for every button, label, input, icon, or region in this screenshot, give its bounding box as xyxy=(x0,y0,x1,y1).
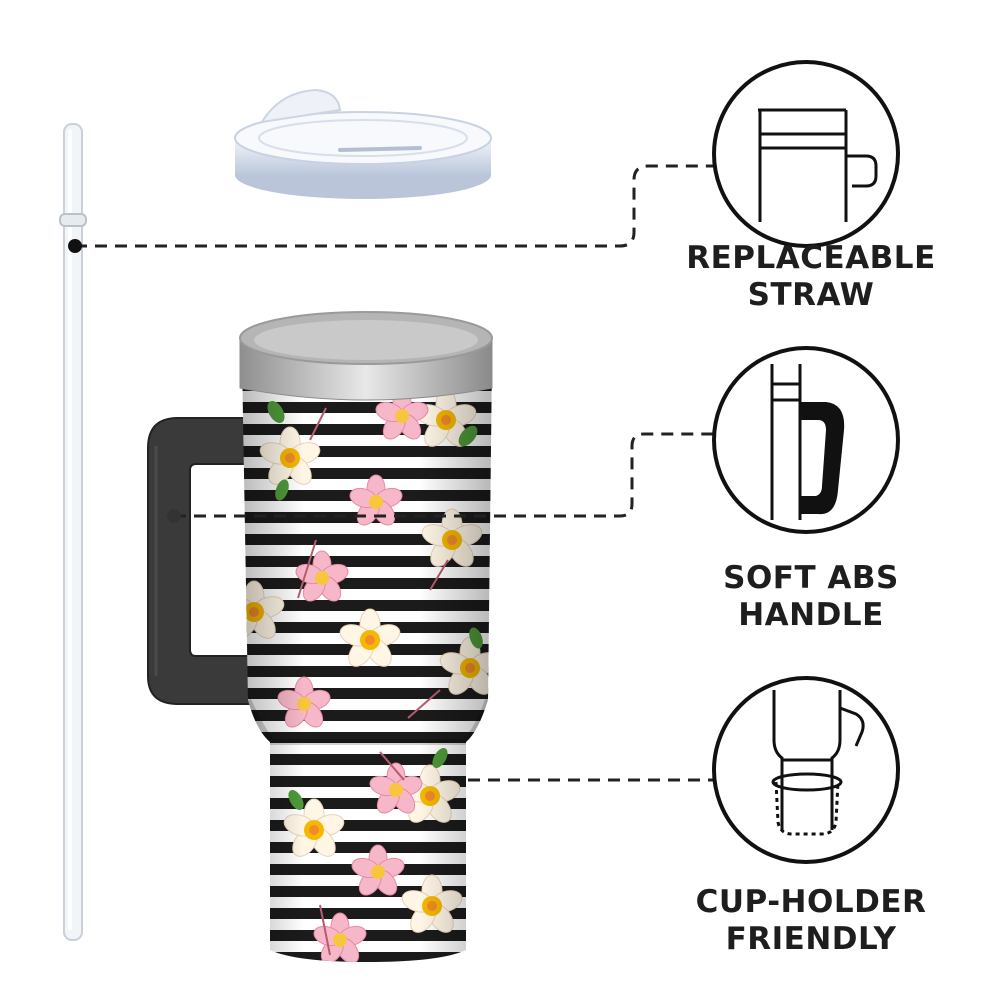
straw-label-line2: STRAW xyxy=(747,277,875,313)
handle-marker-dot xyxy=(167,509,181,523)
cup-with-straw-icon xyxy=(712,60,900,248)
cupholder-label-line2: FRIENDLY xyxy=(725,921,897,957)
handle-icon xyxy=(712,346,900,534)
straw xyxy=(59,123,87,941)
feature-label-handle: SOFT ABS HANDLE xyxy=(671,560,951,634)
lid xyxy=(234,88,492,199)
cup-holder-icon xyxy=(712,676,900,864)
cupholder-label-line1: CUP-HOLDER xyxy=(695,884,927,920)
feature-label-cupholder: CUP-HOLDER FRIENDLY xyxy=(671,884,951,958)
handle-label-line1: SOFT ABS xyxy=(723,560,899,596)
leader-lines xyxy=(75,164,720,782)
handle-label-line2: HANDLE xyxy=(738,597,884,633)
straw-label-line1: REPLACEABLE xyxy=(686,240,936,276)
tumbler-body xyxy=(239,311,493,962)
feature-label-straw: REPLACEABLE STRAW xyxy=(671,240,951,314)
straw-marker-dot xyxy=(68,239,82,253)
